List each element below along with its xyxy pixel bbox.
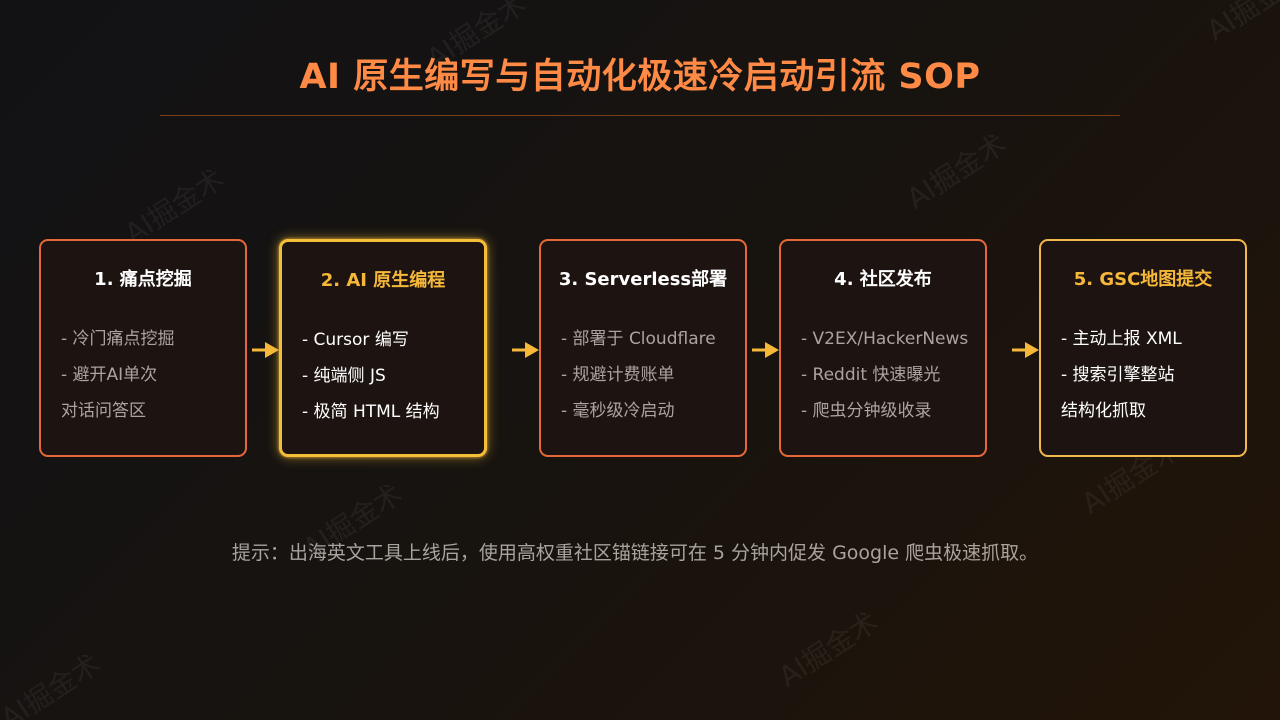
- step-item: - 搜索引擎整站: [1061, 365, 1175, 385]
- step-card-2: 2. AI 原生编程 - Cursor 编写 - 纯端侧 JS - 极简 HTM…: [279, 239, 487, 457]
- step-item: - Cursor 编写: [302, 330, 409, 350]
- title-divider: [160, 115, 1120, 116]
- step-items: - Cursor 编写 - 纯端侧 JS - 极简 HTML 结构: [302, 322, 476, 430]
- step-title: 3. Serverless部署: [558, 269, 728, 290]
- step-title: 4. 社区发布: [834, 269, 932, 290]
- step-card-5: 5. GSC地图提交 - 主动上报 XML - 搜索引擎整站 结构化抓取: [1039, 239, 1247, 457]
- step-card-3: 3. Serverless部署 - 部署于 Cloudflare - 规避计费账…: [539, 239, 747, 457]
- step-item: - 部署于 Cloudflare: [561, 329, 716, 349]
- step-item: - 极简 HTML 结构: [302, 402, 440, 422]
- step-item: 对话问答区: [61, 401, 146, 421]
- arrow-right-icon: [252, 342, 279, 358]
- step-items: - V2EX/HackerNews - Reddit 快速曝光 - 爬虫分钟级收…: [801, 321, 977, 429]
- step-item: 结构化抓取: [1061, 401, 1146, 421]
- step-items: - 冷门痛点挖掘 - 避开AI单次 对话问答区: [61, 321, 237, 429]
- step-card-4: 4. 社区发布 - V2EX/HackerNews - Reddit 快速曝光 …: [779, 239, 987, 457]
- step-items: - 主动上报 XML - 搜索引擎整站 结构化抓取: [1061, 321, 1237, 429]
- step-item: - Reddit 快速曝光: [801, 365, 941, 385]
- step-item: - 毫秒级冷启动: [561, 401, 675, 421]
- page-title: AI 原生编写与自动化极速冷启动引流 SOP: [299, 57, 981, 97]
- step-item: - 纯端侧 JS: [302, 366, 386, 386]
- step-item: - 爬虫分钟级收录: [801, 401, 932, 421]
- step-item: - 规避计费账单: [561, 365, 675, 385]
- arrow-right-icon: [512, 342, 539, 358]
- step-item: - 冷门痛点挖掘: [61, 329, 175, 349]
- arrow-right-icon: [1012, 342, 1039, 358]
- step-items: - 部署于 Cloudflare - 规避计费账单 - 毫秒级冷启动: [561, 321, 737, 429]
- hint-text: 提示：出海英文工具上线后，使用高权重社区锚链接可在 5 分钟内促发 Google…: [231, 542, 1039, 564]
- step-item: - 主动上报 XML: [1061, 329, 1182, 349]
- step-title: 5. GSC地图提交: [1073, 269, 1213, 290]
- step-item: - 避开AI单次: [61, 365, 158, 385]
- arrow-right-icon: [752, 342, 779, 358]
- step-item: - V2EX/HackerNews: [801, 329, 969, 349]
- step-title: 2. AI 原生编程: [320, 270, 446, 291]
- step-card-1: 1. 痛点挖掘 - 冷门痛点挖掘 - 避开AI单次 对话问答区: [39, 239, 247, 457]
- step-title: 1. 痛点挖掘: [94, 269, 192, 290]
